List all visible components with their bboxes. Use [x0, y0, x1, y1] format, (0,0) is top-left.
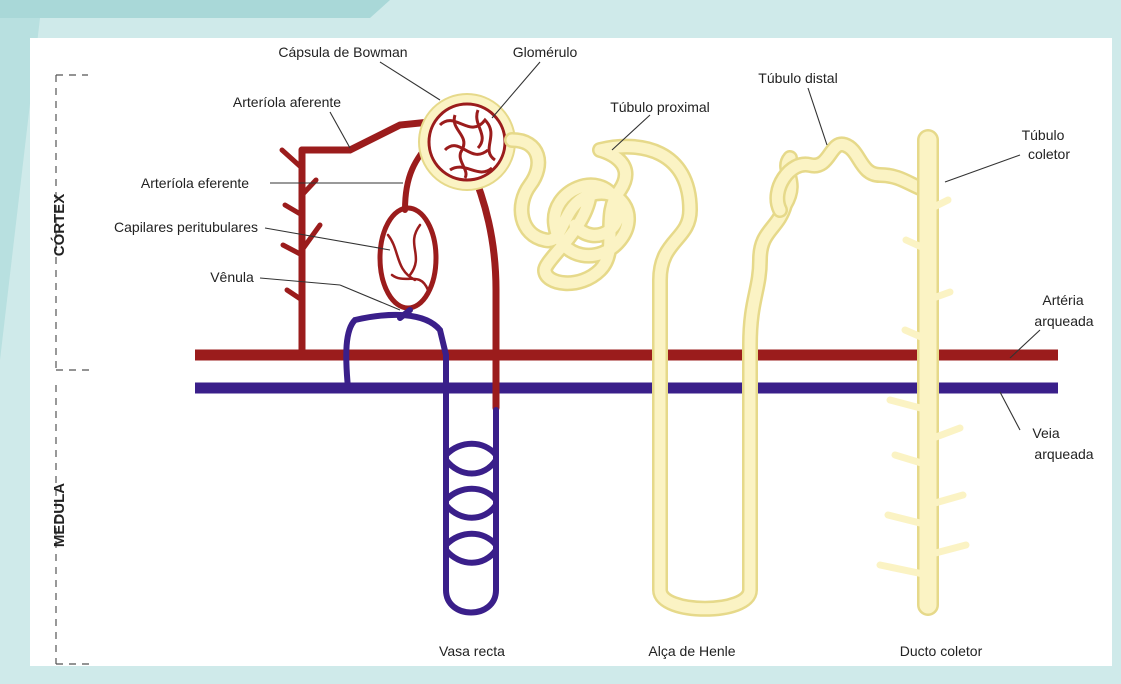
cortex-label: CÓRTEX	[50, 194, 68, 257]
label-arteriola-aferente: Arteríola aferente	[233, 94, 341, 110]
label-tubulo-distal: Túbulo distal	[758, 70, 837, 86]
label-arteria-arqueada-1: Artéria	[1042, 292, 1083, 308]
label-ducto-coletor: Ducto coletor	[900, 643, 983, 659]
label-venula: Vênula	[210, 269, 254, 285]
medula-label: MEDULA	[51, 483, 68, 547]
label-tubulo-coletor-2: coletor	[1028, 146, 1070, 162]
label-veia-arqueada-2: arqueada	[1034, 446, 1093, 462]
label-vasa-recta: Vasa recta	[439, 643, 505, 659]
label-tubulo-proximal: Túbulo proximal	[610, 99, 710, 115]
label-alca-henle: Alça de Henle	[648, 643, 735, 659]
label-arteria-arqueada-2: arqueada	[1034, 313, 1093, 329]
label-veia-arqueada-1: Veia	[1032, 425, 1059, 441]
label-capsula-bowman: Cápsula de Bowman	[278, 44, 407, 60]
label-capilares-peritubulares: Capilares peritubulares	[114, 219, 258, 235]
label-glomerulo: Glomérulo	[513, 44, 578, 60]
label-tubulo-coletor-1: Túbulo	[1022, 127, 1065, 143]
label-arteriola-eferente: Arteríola eferente	[141, 175, 249, 191]
top-accent-shape	[0, 0, 390, 18]
